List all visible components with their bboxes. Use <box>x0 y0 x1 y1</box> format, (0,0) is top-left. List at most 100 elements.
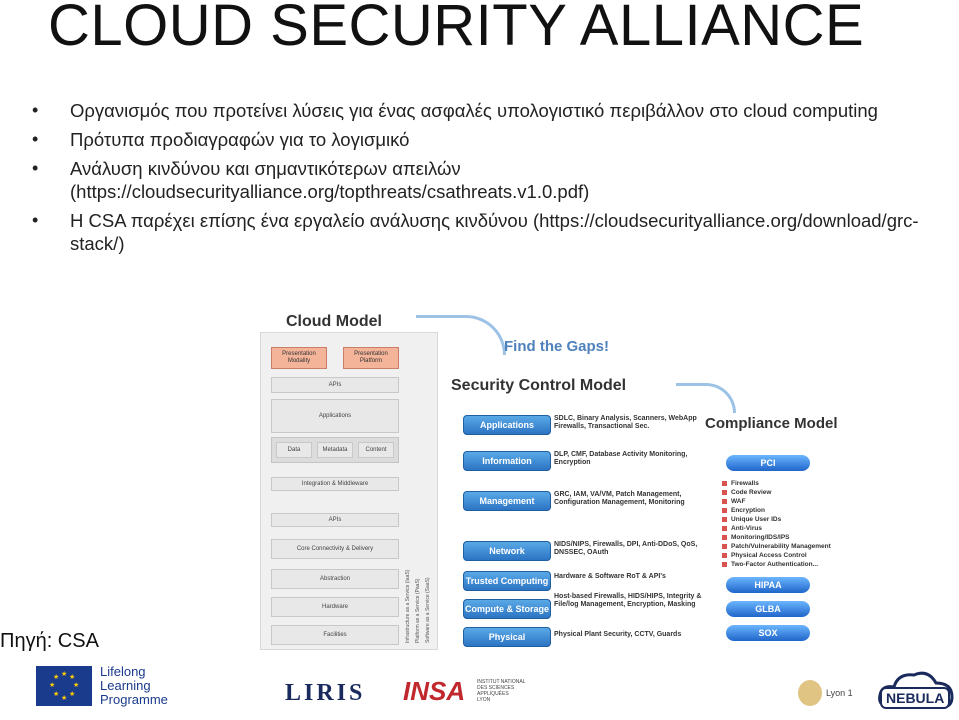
security-control-model-title: Security Control Model <box>451 377 627 394</box>
bullet-dot: • <box>32 129 39 149</box>
lyon-seal-icon <box>798 680 822 706</box>
insa-sub-line: APPLIQUÉES <box>477 691 509 697</box>
core-connectivity-box: Core Connectivity & Delivery <box>271 539 399 559</box>
abstraction-box: Abstraction <box>271 569 399 589</box>
scm-physical: Physical <box>463 627 551 647</box>
pci-item: Unique User IDs <box>722 515 831 524</box>
bullet-dot: • <box>32 158 39 178</box>
scm-applications-desc: SDLC, Binary Analysis, Scanners, WebApp … <box>554 415 697 430</box>
pci-item: Patch/Vulnerability Management <box>722 542 831 551</box>
eu-flag-icon: ★★★ ★★★ ★★ <box>36 666 92 706</box>
scm-compute-storage-desc: Host-based Firewalls, HIDS/HIPS, Integri… <box>554 593 702 608</box>
scm-network-desc: NIDS/NIPS, Firewalls, DPI, Anti-DDoS, Qo… <box>554 541 698 556</box>
checkbox-icon <box>722 553 727 558</box>
pci-item: Code Review <box>722 488 831 497</box>
bullet-text: Ανάλυση κινδύνου και σημαντικότερων απει… <box>70 158 590 202</box>
checkbox-icon <box>722 490 727 495</box>
pci-item-text: Patch/Vulnerability Management <box>731 543 831 550</box>
presentation-platform-box: Presentation Platform <box>343 347 399 369</box>
presentation-modality-box: Presentation Modality <box>271 347 327 369</box>
arrow-to-scm <box>416 315 506 355</box>
cloud-model-title: Cloud Model <box>286 313 382 330</box>
checkbox-icon <box>722 499 727 504</box>
pci-item-text: Unique User IDs <box>731 516 782 523</box>
sox-pill: SOX <box>726 625 810 641</box>
content-box: Content <box>358 442 394 458</box>
scm-information: Information <box>463 451 551 471</box>
scm-management: Management <box>463 491 551 511</box>
metadata-box: Metadata <box>317 442 353 458</box>
insa-subtitle: INSTITUT NATIONAL DES SCIENCES APPLIQUÉE… <box>477 679 525 703</box>
bullet-item: • Πρότυπα προδιαγραφών για το λογισμικό <box>32 128 932 151</box>
iaas-label: Infrastructure as a Service (IaaS) <box>405 569 411 643</box>
insa-sub-line: INSTITUT NATIONAL <box>477 679 526 685</box>
bullet-dot: • <box>32 100 39 120</box>
pci-item: Physical Access Control <box>722 551 831 560</box>
liris-logo: LIRIS <box>285 680 366 706</box>
pci-item-text: Firewalls <box>731 480 759 487</box>
bullet-text: Πρότυπα προδιαγραφών για το λογισμικό <box>70 129 410 150</box>
source-label: Πηγή: CSA <box>0 630 99 652</box>
data-group: Data Metadata Content <box>271 437 399 463</box>
pci-item: Encryption <box>722 506 831 515</box>
nebula-text: NEBULA <box>880 687 951 709</box>
pci-item-text: WAF <box>731 498 746 505</box>
checkbox-icon <box>722 481 727 486</box>
apis-box: APIs <box>271 377 399 393</box>
bullet-item: • Οργανισμός που προτείνει λύσεις για ένα… <box>32 99 932 122</box>
glba-pill: GLBA <box>726 601 810 617</box>
pci-item-text: Code Review <box>731 489 772 496</box>
data-box: Data <box>276 442 312 458</box>
compliance-model-title: Compliance Model <box>705 415 838 432</box>
llp-line: Lifelong <box>100 664 146 679</box>
scm-trusted-computing-desc: Hardware & Software RoT & API's <box>554 573 666 580</box>
checkbox-icon <box>722 535 727 540</box>
pci-pill: PCI <box>726 455 810 471</box>
bullet-list: • Οργανισμός που προτείνει λύσεις για ένα… <box>32 99 932 261</box>
scm-physical-desc: Physical Plant Security, CCTV, Guards <box>554 631 682 638</box>
insa-logo: INSA <box>403 676 466 706</box>
checkbox-icon <box>722 544 727 549</box>
saas-label: Software as a Service (SaaS) <box>425 577 431 643</box>
scm-trusted-computing: Trusted Computing <box>463 571 551 591</box>
llp-text: Lifelong Learning Programme <box>100 665 168 707</box>
bullet-text: Οργανισμός που προτείνει λύσεις για ένας… <box>70 100 878 121</box>
insa-sub-line: DES SCIENCES <box>477 685 515 691</box>
nebula-logo: NEBULA <box>876 665 956 717</box>
lifelong-learning-logo: ★★★ ★★★ ★★ Lifelong Learning Programme <box>36 665 168 707</box>
pci-item-text: Encryption <box>731 507 765 514</box>
pci-item-text: Monitoring/IDS/IPS <box>731 534 790 541</box>
arrow-to-compliance <box>676 383 736 413</box>
llp-line: Programme <box>100 692 168 707</box>
pci-item-text: Two-Factor Authentication... <box>731 561 819 568</box>
checkbox-icon <box>722 508 727 513</box>
pci-checklist: Firewalls Code Review WAF Encryption Uni… <box>722 479 831 569</box>
scm-compute-storage: Compute & Storage <box>463 599 551 619</box>
paas-label: Platform as a Service (PaaS) <box>415 578 421 643</box>
pci-item: WAF <box>722 497 831 506</box>
facilities-box: Facilities <box>271 625 399 645</box>
csa-diagram: Cloud Model Presentation Modality Presen… <box>256 305 866 650</box>
lyon-text: Lyon 1 <box>826 688 853 698</box>
hardware-box: Hardware <box>271 597 399 617</box>
pci-item: Anti-Virus <box>722 524 831 533</box>
hipaa-pill: HIPAA <box>726 577 810 593</box>
insa-sub-line: LYON <box>477 697 491 703</box>
bullet-item: • Ανάλυση κινδύνου και σημαντικότερων απε… <box>32 157 932 203</box>
pci-item: Two-Factor Authentication... <box>722 560 831 569</box>
bullet-dot: • <box>32 210 39 230</box>
llp-line: Learning <box>100 678 151 693</box>
apis2-box: APIs <box>271 513 399 527</box>
checkbox-icon <box>722 526 727 531</box>
scm-management-desc: GRC, IAM, VA/VM, Patch Management, Confi… <box>554 491 685 506</box>
scm-network: Network <box>463 541 551 561</box>
bullet-item: • Η CSA παρέχει επίσης ένα εργαλείο ανάλυ… <box>32 209 932 255</box>
pci-item: Monitoring/IDS/IPS <box>722 533 831 542</box>
pci-item-text: Anti-Virus <box>731 525 762 532</box>
slide-title: CLOUD SECURITY ALLIANCE <box>48 0 865 58</box>
cloud-model-panel: Presentation Modality Presentation Platf… <box>260 332 438 650</box>
checkbox-icon <box>722 562 727 567</box>
scm-applications: Applications <box>463 415 551 435</box>
bullet-text: Η CSA παρέχει επίσης ένα εργαλείο ανάλυσ… <box>70 210 919 254</box>
integration-box: Integration & Middleware <box>271 477 399 491</box>
